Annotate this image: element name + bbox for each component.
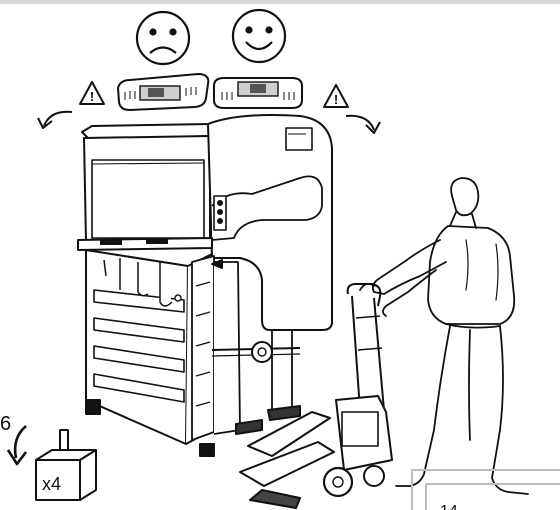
corner-page-number: 14 [440,503,458,510]
step-number: 6 [0,413,11,435]
curved-arrow-icon [346,116,380,133]
inset-frame [412,470,560,510]
quantity-label: x4 [42,474,61,494]
curved-arrow-icon [38,112,72,128]
spirit-level-level-icon [214,78,302,108]
warning-triangle-icon: ! [324,85,348,107]
spirit-level-tilted-icon [118,74,208,110]
sad-face-icon [137,12,189,64]
happy-face-icon [233,10,285,62]
svg-text:!: ! [90,89,94,104]
svg-text:!: ! [334,92,338,107]
baler-machine [78,115,332,456]
warning-triangle-icon: ! [80,82,104,104]
